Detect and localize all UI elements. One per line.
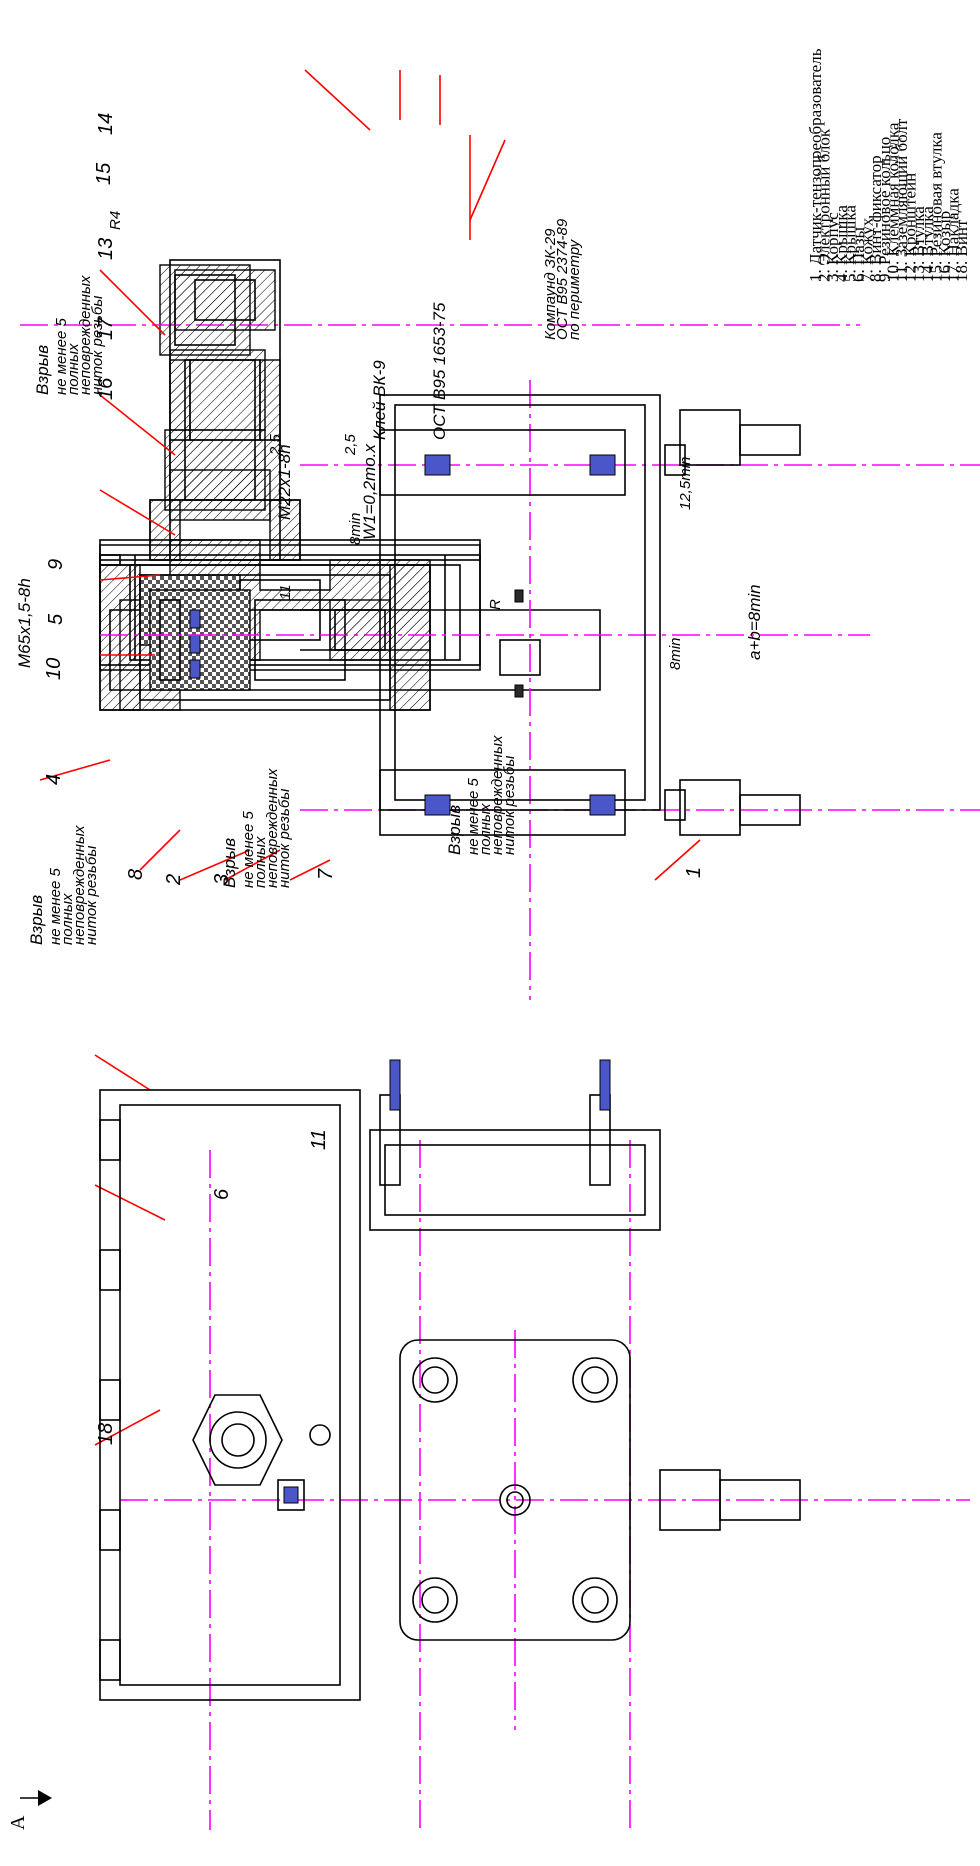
legend-item: 8. Винт-фиксатор xyxy=(866,155,885,282)
dim-compound-note: по периметру xyxy=(566,238,583,340)
center-lines xyxy=(20,324,980,1830)
callout-number: 3 xyxy=(211,874,233,885)
callout-number: 8 xyxy=(125,869,147,880)
callout-number: 9 xyxy=(45,559,67,570)
legend-item: 5. Крышка xyxy=(840,205,859,282)
legend-item: 12. Кронштейн xyxy=(901,173,920,282)
note-vzryv: Взрыв xyxy=(220,838,239,888)
note-vzryv: Взрыв xyxy=(33,345,52,395)
legend-item: 18. Винт xyxy=(952,219,971,282)
view-arrow-a: A xyxy=(7,1790,52,1830)
dim-compound-std: ОСТ В95 2374-89 xyxy=(554,218,571,340)
legend-item: 11. Заземляющий болт xyxy=(892,118,911,282)
rotated-assembly xyxy=(99,564,431,711)
note-line: неповрежденных xyxy=(489,735,506,855)
note-line: неповрежденных xyxy=(71,825,88,945)
legend-item: 15. Резиновая втулка xyxy=(926,132,945,282)
dim-25a: 2,5 xyxy=(267,433,284,456)
dim-r: R xyxy=(487,599,504,610)
note-line: полных xyxy=(65,343,82,395)
legend-item: 13. Втулка xyxy=(909,206,928,282)
dim-25b: 2,5 xyxy=(342,433,359,456)
note-line: не менее 5 xyxy=(47,868,64,945)
note-line: неповрежденных xyxy=(77,275,94,395)
dim-11: 11 xyxy=(277,584,294,600)
dim-8min: 8min xyxy=(667,637,684,670)
callout-number: 10 xyxy=(43,658,65,680)
callout-number: 15 xyxy=(93,162,115,185)
view-label-a: A xyxy=(7,1815,29,1830)
note-line: не менее 5 xyxy=(53,318,70,395)
callout-number: 14 xyxy=(95,113,117,135)
note-line: не менее 5 xyxy=(465,778,482,855)
callout-number: 11 xyxy=(308,1129,330,1150)
callout-number: 4 xyxy=(43,774,65,785)
callout-number: 17 xyxy=(95,317,117,340)
sensor-block xyxy=(300,394,801,836)
dim-compound: Компаунд ЗК-29 xyxy=(542,228,559,340)
dim-thread-gland: M22x1-8h xyxy=(275,444,294,520)
dim-glue: Клей ВК-9 xyxy=(370,360,389,440)
legend-item: 1. Датчик-тензопреобразователь xyxy=(806,48,825,282)
dim-r4: R4 xyxy=(107,211,124,230)
dim-8min-h: 8min xyxy=(347,512,364,545)
legend-item: 16. Козыр xyxy=(935,211,954,282)
note-line: ниток резьбы xyxy=(276,789,293,888)
note-line: полных xyxy=(59,893,76,945)
legend-item: 14. Втулка xyxy=(918,206,937,282)
dim-w: W1=0,2mo.x xyxy=(360,444,379,540)
note-line: полных xyxy=(252,836,269,888)
legend-item: 3. Корпус xyxy=(823,212,842,282)
note-vzryv: Взрыв xyxy=(445,805,464,855)
legend-item: 2. Электронный блок xyxy=(815,128,834,282)
callout-number: 16 xyxy=(95,377,117,400)
legend-item: 9. Резиновое кольцо xyxy=(875,137,894,282)
callout-number: 13 xyxy=(95,238,117,260)
cable-gland xyxy=(149,259,301,561)
callout-number: 1 xyxy=(683,867,705,878)
note-vzryv: Взрыв xyxy=(27,895,46,945)
note-line: ниток резьбы xyxy=(83,846,100,945)
callout-number: 5 xyxy=(45,613,67,625)
note-line: не менее 5 xyxy=(240,811,257,888)
callout-number: 6 xyxy=(211,1188,233,1200)
dim-thread-cover: M65x1,5-8h xyxy=(15,578,34,668)
callout-number: 18 xyxy=(95,1423,117,1445)
note-line: ниток резьбы xyxy=(501,756,518,855)
front-view xyxy=(99,1059,801,1701)
legend-item: 10. Клеммная колодка xyxy=(883,122,902,282)
note-line: неповрежденных xyxy=(264,768,281,888)
legend-item: 6. Пазы xyxy=(849,226,868,282)
legend-item: 17. Накладка xyxy=(944,188,963,282)
leaders xyxy=(39,69,701,1446)
note-line: ниток резьбы xyxy=(89,296,106,395)
dim-125: 12,5min xyxy=(677,457,694,510)
callout-number: 2 xyxy=(163,874,185,886)
legend-item: 7. Кожух xyxy=(858,217,877,282)
legend-item: 4. Крышка xyxy=(832,205,851,282)
callout-number: 7 xyxy=(315,868,337,880)
dim-gap: a+b=8min xyxy=(745,584,764,660)
note-line: полных xyxy=(477,803,494,855)
dim-ost: ОСТ В95 1653-75 xyxy=(430,302,449,440)
